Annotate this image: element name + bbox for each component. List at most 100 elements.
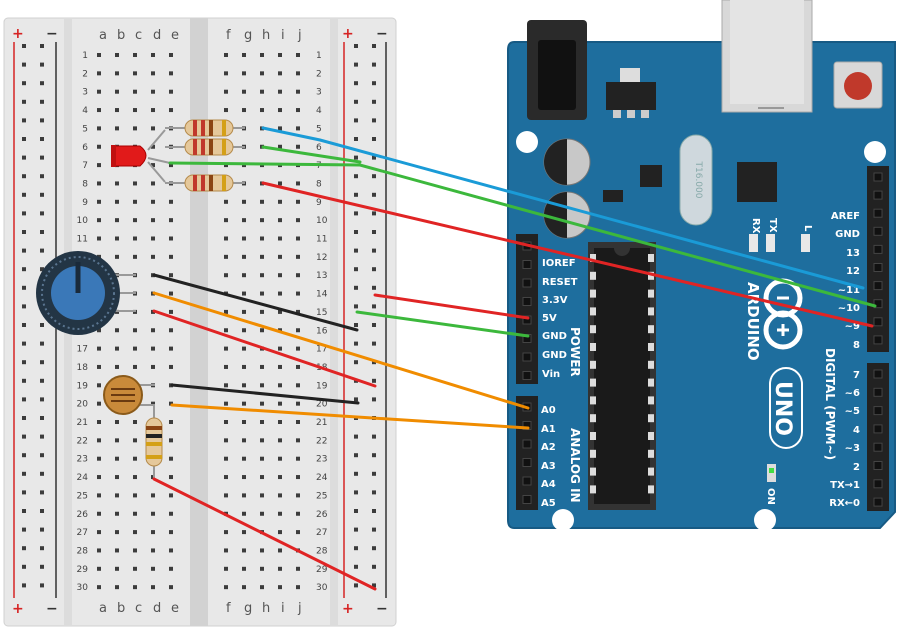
breadboard-hole[interactable] [296,530,300,535]
rail-hole[interactable] [40,248,44,253]
breadboard-hole[interactable] [169,548,173,553]
breadboard-hole[interactable] [115,126,119,131]
rail-hole[interactable] [354,137,358,141]
breadboard-hole[interactable] [278,383,282,388]
rail-hole[interactable] [372,304,376,309]
rail-hole[interactable] [40,118,44,123]
breadboard-hole[interactable] [115,364,119,369]
rail-hole[interactable] [354,44,358,48]
breadboard-hole[interactable] [296,199,300,204]
rail-hole[interactable] [40,453,44,458]
breadboard-hole[interactable] [296,475,300,480]
rail-hole[interactable] [40,360,44,365]
rail-hole[interactable] [40,378,44,383]
breadboard-hole[interactable] [260,475,264,480]
reset-button-cap[interactable] [844,72,872,100]
breadboard-hole[interactable] [260,236,264,241]
rail-hole[interactable] [372,118,376,123]
rail-hole[interactable] [372,397,376,402]
wire-green-2[interactable] [261,145,362,164]
header-pin[interactable] [522,278,532,288]
wire-red-5v[interactable] [373,293,530,320]
breadboard-hole[interactable] [260,218,264,223]
header-pin[interactable] [873,424,883,434]
rail-hole[interactable] [22,99,26,104]
breadboard-hole[interactable] [296,309,300,314]
breadboard-hole[interactable] [296,236,300,241]
breadboard-hole[interactable] [278,71,282,76]
rail-hole[interactable] [354,230,358,234]
breadboard-hole[interactable] [169,585,173,590]
rail-hole[interactable] [372,211,376,216]
breadboard-hole[interactable] [242,456,246,461]
breadboard-hole[interactable] [296,493,300,498]
breadboard-hole[interactable] [278,456,282,461]
breadboard-hole[interactable] [260,89,264,94]
breadboard-hole[interactable] [278,218,282,223]
breadboard-hole[interactable] [133,420,137,424]
breadboard-hole[interactable] [278,53,282,57]
rail-hole[interactable] [40,81,44,86]
breadboard-hole[interactable] [151,71,155,76]
rail-hole[interactable] [40,99,44,104]
breadboard-hole[interactable] [169,420,173,424]
breadboard-hole[interactable] [260,566,264,571]
rail-hole[interactable] [372,285,376,290]
breadboard-hole[interactable] [169,218,173,223]
rail-hole[interactable] [22,434,26,439]
breadboard-hole[interactable] [260,438,264,443]
resistor-2[interactable] [165,138,245,156]
breadboard-hole[interactable] [151,181,155,186]
breadboard-hole[interactable] [242,530,246,535]
rail-hole[interactable] [22,323,26,327]
breadboard-hole[interactable] [224,273,228,278]
breadboard-hole[interactable] [115,493,119,498]
rail-hole[interactable] [40,416,44,420]
breadboard-hole[interactable] [169,53,173,57]
breadboard-hole[interactable] [278,401,282,406]
breadboard-hole[interactable] [296,420,300,424]
breadboard-hole[interactable] [296,346,300,351]
rail-hole[interactable] [354,490,358,495]
breadboard-hole[interactable] [278,181,282,186]
breadboard-hole[interactable] [260,585,264,590]
breadboard-hole[interactable] [97,383,101,388]
header-pin[interactable] [873,299,883,309]
breadboard-hole[interactable] [242,254,246,259]
breadboard-hole[interactable] [224,163,228,168]
rail-hole[interactable] [354,471,358,476]
rail-hole[interactable] [40,192,44,197]
breadboard-hole[interactable] [242,383,246,388]
breadboard-hole[interactable] [115,420,119,424]
breadboard-hole[interactable] [296,383,300,388]
potentiometer-icon[interactable] [36,251,136,335]
breadboard-hole[interactable] [115,53,119,57]
rail-hole[interactable] [22,248,26,253]
breadboard-hole[interactable] [151,218,155,223]
breadboard-hole[interactable] [260,291,264,296]
breadboard-hole[interactable] [278,254,282,259]
header-pin[interactable] [873,281,883,291]
breadboard-hole[interactable] [115,89,119,94]
rail-hole[interactable] [372,509,376,513]
breadboard-hole[interactable] [115,346,119,351]
breadboard-hole[interactable] [151,346,155,351]
breadboard-hole[interactable] [242,511,246,516]
rail-hole[interactable] [372,267,376,272]
breadboard-hole[interactable] [133,236,137,241]
breadboard-hole[interactable] [242,218,246,223]
breadboard-hole[interactable] [97,218,101,223]
breadboard-hole[interactable] [224,420,228,424]
breadboard-hole[interactable] [115,511,119,516]
breadboard-hole[interactable] [242,108,246,113]
header-pin[interactable] [522,260,532,269]
breadboard-hole[interactable] [296,511,300,516]
breadboard-hole[interactable] [278,89,282,94]
breadboard-hole[interactable] [151,530,155,535]
header-pin[interactable] [873,317,883,327]
breadboard-hole[interactable] [169,71,173,76]
breadboard-hole[interactable] [115,530,119,535]
breadboard-hole[interactable] [133,181,137,186]
breadboard-hole[interactable] [151,328,155,333]
breadboard-hole[interactable] [278,291,282,296]
